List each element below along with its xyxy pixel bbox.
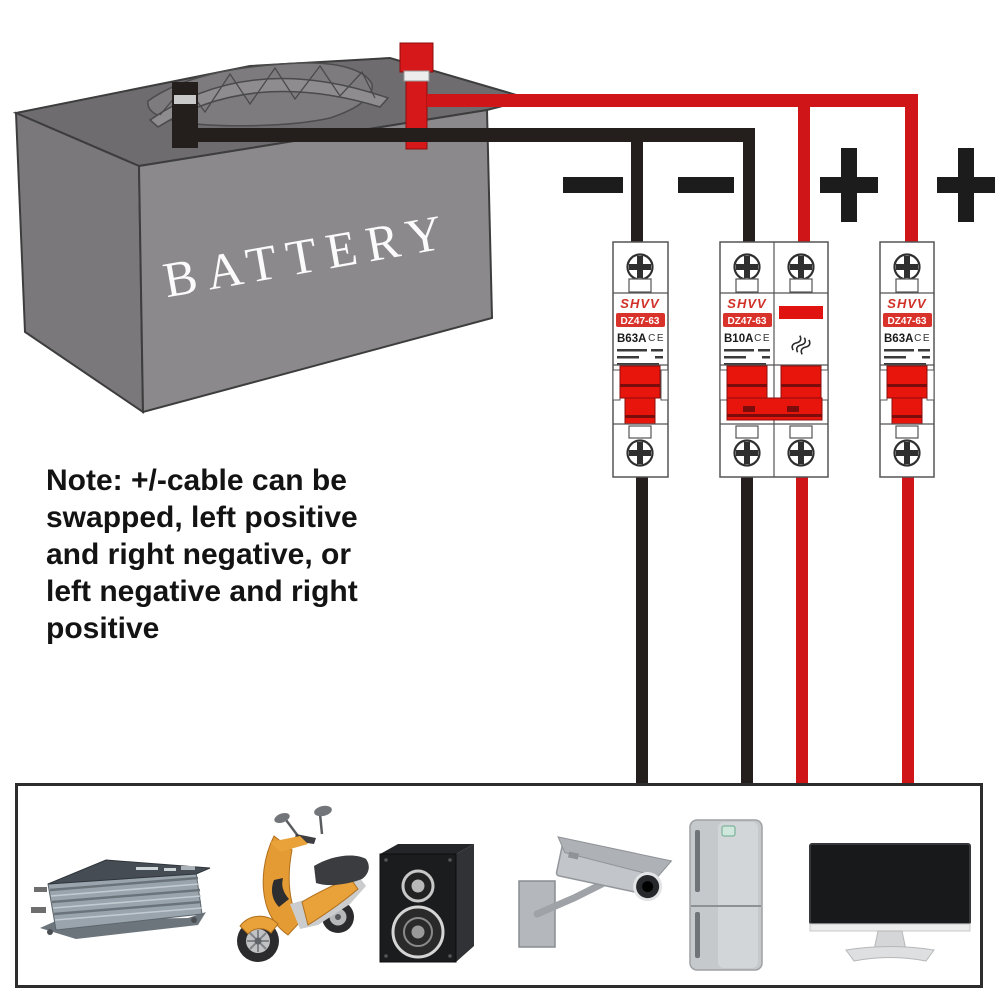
spec-lines (617, 349, 663, 366)
rating-label: B10A (724, 333, 753, 345)
rating-label: B63A (884, 333, 913, 345)
circuit-breaker-3: SHVV DZ47-63 B63A CE (879, 241, 935, 478)
note-line: positive (46, 612, 160, 645)
battery-box: BATTERY (12, 56, 534, 414)
battery-handle (148, 64, 390, 128)
din-clip (719, 369, 728, 401)
toggle-switch-double (726, 365, 823, 421)
spec-lines (884, 349, 930, 366)
minus-sign (563, 177, 623, 193)
brand-label: SHVV (887, 296, 927, 311)
terminal-notch (895, 278, 919, 293)
note-text: Note: +/-cable can be swapped, left posi… (46, 462, 436, 647)
screw-bottom (893, 439, 921, 467)
terminal-notch (895, 425, 919, 439)
products-canvas (31, 805, 971, 971)
handle-truss (159, 64, 376, 116)
terminal-notch (789, 278, 813, 293)
screw-top (626, 253, 654, 281)
model-badge (723, 313, 772, 327)
ce-mark: CE (754, 333, 771, 344)
din-clip (612, 369, 621, 401)
terminal-notch (628, 278, 652, 293)
red-indicator-bar (779, 306, 823, 319)
negative-post-band (174, 95, 196, 104)
red-wire-out-breaker2 (796, 477, 808, 785)
model-badge (616, 313, 665, 327)
rating-label: B63A (617, 333, 646, 345)
terminal-notch (628, 425, 652, 439)
screw-top (733, 253, 761, 281)
positive-collar (403, 70, 430, 82)
note-line: Note: +/-cable can be (46, 464, 347, 497)
model-badge (883, 313, 932, 327)
brand-label: SHVV (727, 296, 767, 311)
speaker-image (379, 844, 474, 963)
black-wire-drop-breaker1 (631, 130, 643, 242)
red-wire-drop-breaker3 (905, 96, 918, 242)
red-wire-horizontal (427, 94, 918, 107)
din-clip (879, 369, 888, 401)
black-wire-drop-breaker2 (743, 130, 755, 242)
brand-label: SHVV (620, 296, 660, 311)
minus-sign (678, 177, 734, 193)
red-wire-out-breaker3 (902, 477, 914, 785)
model-label: DZ47-63 (888, 316, 927, 327)
surge-symbol (791, 335, 811, 355)
terminal-notch (789, 425, 813, 439)
spec-lines (724, 349, 770, 366)
positive-cap (399, 42, 434, 73)
circuit-breaker-2: SHVV DZ47-63 B10A CE (719, 241, 829, 478)
toggle-switch (619, 365, 661, 425)
note-line: swapped, left positive (46, 501, 358, 534)
screw-bottom (626, 439, 654, 467)
ce-mark: CE (648, 333, 665, 344)
din-clip (660, 369, 669, 401)
negative-wires (190, 128, 755, 785)
note-line: and right negative, or (46, 538, 352, 571)
plus-sign (937, 148, 995, 222)
cctv-camera-image (518, 836, 673, 948)
scooter-image (237, 805, 369, 962)
screw-bottom (787, 439, 815, 467)
terminal-notch (735, 425, 759, 439)
polarity-signs (563, 148, 995, 222)
monitor-image (809, 843, 971, 962)
din-clip (820, 369, 829, 401)
black-wire-out-breaker2 (741, 477, 753, 785)
screw-bottom (733, 439, 761, 467)
model-label: DZ47-63 (728, 316, 767, 327)
red-wire-drop-breaker2 (798, 96, 810, 242)
circuit-breaker-1: SHVV DZ47-63 B63A CE (612, 241, 669, 478)
refrigerator-image (689, 819, 763, 971)
black-wire-horizontal (190, 128, 755, 142)
screw-top (893, 253, 921, 281)
application-products-strip (15, 783, 983, 988)
ce-mark: CE (914, 333, 931, 344)
din-clip (926, 369, 935, 401)
power-inverter-image (31, 859, 211, 939)
black-wire-out-breaker1 (636, 477, 648, 785)
handle-band (148, 77, 390, 128)
plus-sign (820, 148, 878, 222)
terminal-notch (735, 278, 759, 293)
positive-wires (427, 94, 918, 785)
note-line: left negative and right (46, 575, 358, 608)
screw-top (787, 253, 815, 281)
toggle-switch (886, 365, 928, 425)
model-label: DZ47-63 (621, 316, 660, 327)
